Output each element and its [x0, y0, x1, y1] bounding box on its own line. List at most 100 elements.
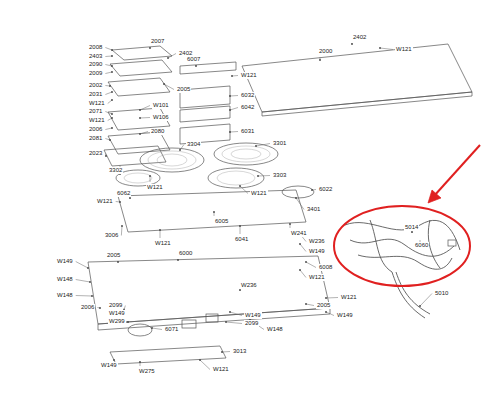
leader-dot: [351, 43, 353, 45]
callout-number: W121: [88, 117, 106, 124]
callout-number: 2071: [88, 108, 103, 115]
leader-line: [121, 226, 123, 236]
control-part: [110, 60, 172, 76]
leader-line: [412, 232, 413, 233]
leader-line: [258, 175, 270, 177]
leader-dot: [299, 243, 301, 245]
leader-line: [180, 145, 184, 151]
leader-dot: [111, 55, 113, 57]
leader-line: [105, 128, 112, 130]
callout-number: W299: [108, 318, 126, 325]
leader-line: [320, 57, 321, 60]
callout-number: W121: [88, 100, 106, 107]
callout-number: W236: [240, 282, 258, 289]
leader-line: [140, 106, 150, 111]
callout-number: W148: [266, 326, 284, 333]
leader-dot: [229, 131, 231, 133]
leader-dot: [305, 261, 307, 263]
callout-number: W121: [146, 184, 164, 191]
callout-number: W121: [340, 294, 358, 301]
callout-number: 5014: [404, 224, 419, 231]
callout-number: 2081: [88, 135, 103, 142]
callout-number: 6022: [318, 186, 333, 193]
leader-dot: [111, 65, 113, 67]
callout-number: 6060: [414, 242, 429, 249]
callout-number: W121: [395, 46, 413, 53]
leader-dot: [195, 65, 197, 67]
callout-number: W149: [56, 258, 74, 265]
leader-dot: [199, 359, 201, 361]
callout-number: W121: [250, 190, 268, 197]
glass-top: [242, 44, 472, 112]
leader-line: [76, 295, 92, 297]
callout-number: 2007: [150, 38, 165, 45]
leader-line: [130, 198, 131, 199]
leader-dot: [109, 139, 111, 141]
callout-number: 2090: [88, 61, 103, 68]
control-board: [108, 78, 170, 96]
leader-dot: [163, 83, 165, 85]
leader-dot: [299, 269, 301, 271]
leader-dot: [113, 359, 115, 361]
callout-number: 3301: [272, 140, 287, 147]
callout-number: 2099: [244, 320, 259, 327]
leader-line: [312, 189, 316, 191]
leader-dot: [257, 175, 259, 177]
leader-line: [240, 186, 248, 194]
callout-number: W149: [244, 312, 262, 319]
callout-number: 2008: [88, 44, 103, 51]
callout-number: 2005: [316, 302, 331, 309]
leader-line: [105, 56, 112, 58]
leader-line: [230, 108, 238, 111]
leader-dot: [139, 361, 141, 363]
leader-line: [300, 270, 306, 278]
callout-number: 3303: [272, 172, 287, 179]
clip: [206, 314, 218, 322]
callout-number: 3302: [108, 167, 123, 174]
callout-number: 6008: [318, 264, 333, 271]
leader-line: [168, 54, 176, 59]
leader-line: [105, 92, 112, 95]
callout-number: 6000: [178, 250, 193, 257]
base-tray-edge: [98, 308, 330, 330]
callout-number: 3013: [232, 348, 247, 355]
leader-line: [105, 85, 110, 87]
callout-number: W149: [100, 362, 118, 369]
leader-dot: [319, 59, 321, 61]
fan: [128, 324, 152, 336]
callout-number: 2009: [88, 70, 103, 77]
connector: [448, 240, 456, 246]
callout-number: W121: [96, 198, 114, 205]
leader-line: [352, 43, 353, 44]
callout-number: 2005: [176, 86, 191, 93]
leader-dot: [149, 175, 151, 177]
shield: [180, 106, 230, 122]
burner: [208, 168, 264, 188]
leader-dot: [111, 99, 113, 101]
chassis-plate: [118, 190, 306, 232]
leader-dot: [139, 133, 141, 135]
leader-line: [164, 84, 174, 90]
leader-line: [420, 294, 432, 307]
leader-dot: [229, 95, 231, 97]
callout-number: 2099: [108, 302, 123, 309]
highlight-arrow: [434, 145, 480, 196]
leader-dot: [111, 113, 113, 115]
leader-dot: [229, 311, 231, 313]
callout-number: 6005: [214, 218, 229, 225]
leader-line: [200, 360, 210, 370]
callout-number: 3401: [306, 206, 321, 213]
leader-line: [160, 230, 161, 238]
leader-line: [76, 280, 90, 283]
leader-dot: [229, 109, 231, 111]
wire-harness: [345, 220, 460, 318]
leader-dot: [213, 211, 215, 213]
leader-dot: [305, 303, 307, 305]
leader-dot: [151, 327, 153, 329]
leader-line: [232, 75, 238, 77]
leader-line: [306, 262, 316, 268]
callout-number: W275: [138, 368, 156, 375]
callout-number: W149: [108, 310, 126, 317]
glass-edge: [262, 92, 472, 116]
